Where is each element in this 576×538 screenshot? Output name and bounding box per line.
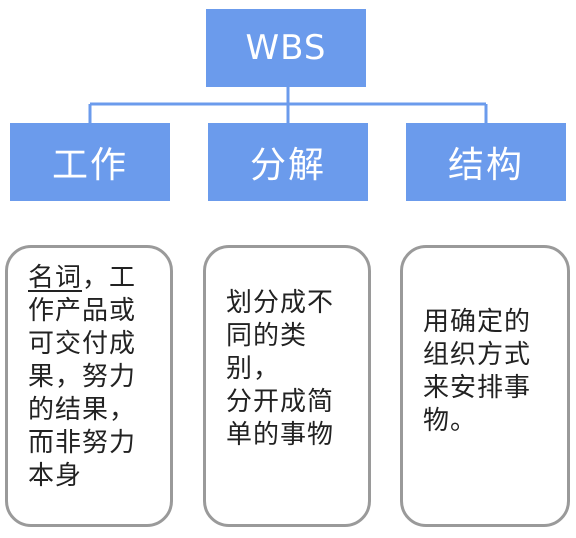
- child-box-breakdown: 分解: [208, 123, 368, 201]
- card-structure-description: 用确定的 组织方式 来安排事 物。: [400, 245, 570, 527]
- card-work-underlined: 名词: [28, 263, 83, 293]
- child-box-structure: 结构: [406, 123, 566, 201]
- child-label-breakdown: 分解: [249, 145, 326, 186]
- card-work-description: 名词，工 作产品或 可交付成 果，努力 的结果， 而非努力 本身: [5, 245, 173, 527]
- card-structure-text: 用确定的 组织方式 来安排事 物。: [423, 307, 532, 436]
- card-work-text: 名词，工 作产品或 可交付成 果，努力 的结果， 而非努力 本身: [28, 262, 152, 493]
- card-breakdown-text: 划分成不 同的类别， 分开成简 单的事物: [226, 287, 335, 450]
- child-label-work: 工作: [51, 145, 128, 186]
- child-box-work: 工作: [10, 123, 170, 201]
- wbs-root-label: WBS: [245, 28, 327, 68]
- child-label-structure: 结构: [447, 145, 524, 186]
- wbs-root-box: WBS: [206, 9, 366, 87]
- card-work-rest: ，工 作产品或 可交付成 果，努力 的结果， 而非努力 本身: [28, 263, 137, 491]
- card-breakdown-description: 划分成不 同的类别， 分开成简 单的事物: [203, 245, 371, 527]
